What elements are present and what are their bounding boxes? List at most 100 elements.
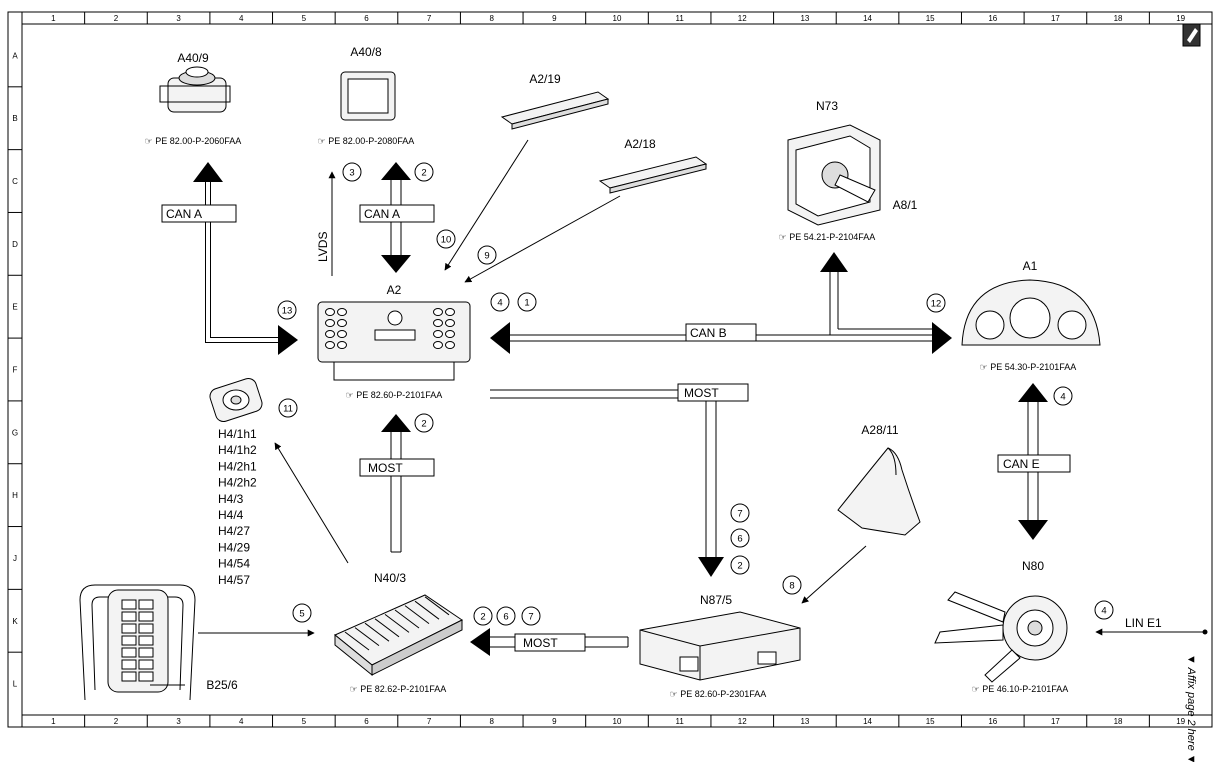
callout-circle [782, 575, 802, 595]
grid-col-label: 8 [490, 717, 495, 726]
grid-col-label: 10 [613, 717, 622, 726]
a2-18-module: A2/18 [598, 137, 708, 194]
svg-text:A2/19: A2/19 [529, 72, 561, 86]
speaker-label: H4/1h2 [218, 443, 257, 457]
svg-text:MOST: MOST [368, 461, 403, 475]
radio-button [445, 319, 455, 327]
a40-9-ref[interactable]: ☞ PE 82.00-P-2060FAA [145, 136, 242, 146]
heat-sink-fins [344, 596, 450, 651]
grid-frame: 1122334455667788991010111112121313141415… [7, 11, 1213, 728]
sensor-cell [138, 659, 154, 670]
svg-text:CAN A: CAN A [364, 207, 400, 221]
callout-number: 2 [421, 168, 426, 179]
svg-text:MOST: MOST [684, 386, 719, 400]
grid-col-label: 2 [114, 717, 119, 726]
speaker-label: H4/1h1 [218, 427, 257, 441]
svg-text:N80: N80 [1022, 559, 1044, 573]
sensor-cell [121, 635, 137, 646]
grid-col-label: 7 [427, 717, 432, 726]
grid-col-label: 13 [800, 14, 809, 23]
callout-number: 2 [737, 561, 742, 572]
a40-8-display: A40/8 ☞ PE 82.00-P-2080FAA [318, 45, 415, 146]
grid-row-label: J [13, 554, 17, 563]
callout-circle [490, 292, 510, 312]
callout-circle [277, 300, 297, 320]
radio-button [445, 308, 455, 316]
antenna-to-n87-link [801, 545, 867, 604]
can-e-connection: CAN E [997, 383, 1071, 540]
radio-buttons [325, 308, 455, 349]
callout-number: 3 [349, 168, 354, 179]
speaker-label: H4/54 [218, 557, 250, 571]
n80-ref[interactable]: ☞ PE 46.10-P-2101FAA [972, 684, 1069, 694]
grid-col-label: 10 [613, 14, 622, 23]
speaker-label: H4/4 [218, 508, 244, 522]
amp-to-speakers-link [274, 442, 349, 564]
b25-cells [121, 599, 154, 682]
a40-8-ref[interactable]: ☞ PE 82.00-P-2080FAA [318, 136, 415, 146]
grid-row-label: C [12, 177, 18, 186]
grid-col-label: 5 [302, 14, 307, 23]
callout-number: 5 [299, 609, 304, 620]
svg-text:CAN E: CAN E [1003, 457, 1040, 471]
most-connection-low: MOST [470, 628, 629, 656]
n40-3-ref[interactable]: ☞ PE 82.62-P-2101FAA [350, 684, 447, 694]
lvds-connection: LVDS [316, 171, 336, 276]
speaker-icon [209, 377, 263, 423]
n73-ignition-switch: N73 A8/1 ☞ PE 54.21-P-2104FAA [779, 99, 918, 242]
callout-circle [473, 606, 493, 626]
callout-number: 6 [503, 612, 508, 623]
grid-col-label: 17 [1051, 14, 1060, 23]
callout-circle [730, 528, 750, 548]
n73-ref[interactable]: ☞ PE 54.21-P-2104FAA [779, 232, 876, 242]
grid-col-label: 1 [51, 717, 56, 726]
grid-row-label: K [12, 617, 18, 626]
sensor-cell [138, 647, 154, 658]
a2-ref[interactable]: ☞ PE 82.60-P-2101FAA [346, 390, 443, 400]
radio-button [337, 330, 347, 338]
sensor-cell [138, 599, 154, 610]
radio-button [325, 319, 335, 327]
grid-col-label: 9 [552, 14, 557, 23]
callout-circle [1053, 386, 1073, 406]
grid-row-label: L [13, 680, 18, 689]
sensor-cell [138, 611, 154, 622]
callout-number: 2 [480, 612, 485, 623]
speaker-label: H4/3 [218, 492, 244, 506]
callout-number: 7 [737, 509, 742, 520]
a28-11-antenna: A28/11 [837, 423, 921, 536]
most-connection-main: MOST [490, 383, 749, 577]
radio-button [337, 341, 347, 349]
callout-circle [730, 503, 750, 523]
callout-circle [477, 245, 497, 265]
grid-col-label: 16 [988, 717, 997, 726]
radio-button [433, 330, 443, 338]
a40-9-controller: A40/9 ☞ PE 82.00-P-2060FAA [145, 51, 242, 146]
grid-col-label: 18 [1114, 14, 1123, 23]
radio-button [325, 330, 335, 338]
radio-button [325, 341, 335, 349]
callout-circle [496, 606, 516, 626]
svg-text:CAN A: CAN A [166, 207, 202, 221]
grid-col-label: 15 [926, 14, 935, 23]
lin-e1-connection: LIN E1 [1095, 616, 1208, 636]
grid-col-label: 1 [51, 14, 56, 23]
callout-number: 1 [524, 298, 529, 309]
grid-row-label: H [12, 491, 18, 500]
svg-text:LIN E1: LIN E1 [1125, 616, 1162, 630]
grid-col-label: 4 [239, 717, 244, 726]
a1-ref[interactable]: ☞ PE 54.30-P-2101FAA [980, 362, 1077, 372]
n87-5-ref[interactable]: ☞ PE 82.60-P-2301FAA [670, 689, 767, 699]
n87-5-module: N87/5 ☞ PE 82.60-P-2301FAA [639, 593, 801, 699]
sensor-cell [121, 671, 137, 682]
most-connection-amp: MOST [359, 414, 435, 553]
a2-19-link [444, 139, 529, 271]
grid-row-label: E [12, 303, 17, 312]
n80-steering-column-module: N80 ☞ PE 46.10-P-2101FAA [934, 559, 1069, 694]
radio-button [445, 341, 455, 349]
svg-text:N40/3: N40/3 [374, 571, 406, 585]
speaker-label: H4/29 [218, 540, 250, 554]
callout-number: 6 [737, 534, 742, 545]
page-corner-icon [1182, 23, 1201, 47]
